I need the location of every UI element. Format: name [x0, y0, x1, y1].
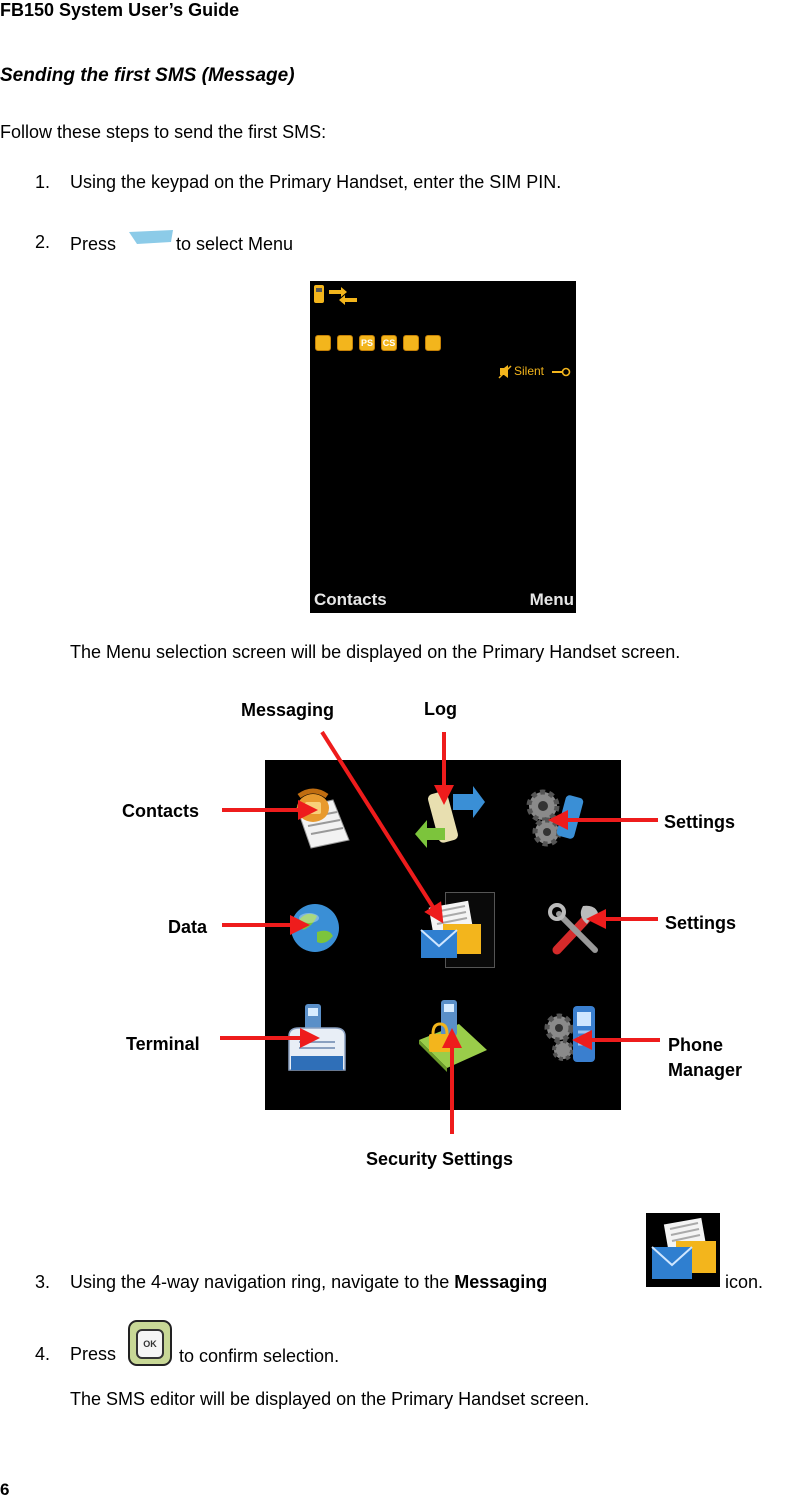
step-2-press: Press [70, 234, 117, 254]
callout-messaging: Messaging [241, 700, 335, 720]
callout-settings-top: Settings [664, 812, 736, 832]
cs-icon: CS [381, 335, 397, 351]
callout-contacts: Contacts [122, 801, 200, 821]
music-icon [403, 335, 419, 351]
menu-caption: The Menu selection screen will be displa… [70, 642, 681, 662]
document-header: FB150 System User’s Guide [0, 0, 240, 20]
step-1-text: Using the keypad on the Primary Handset,… [70, 172, 562, 192]
status-icon-1 [315, 335, 331, 351]
step-2-after: to select Menu [176, 234, 294, 254]
standby-screen: PS CS Silent Contacts Menu [310, 281, 576, 613]
step-3-text: Using the 4-way navigation ring, navigat… [70, 1272, 547, 1293]
right-softkey-label: Menu [529, 590, 574, 609]
left-softkey-icon [129, 230, 173, 244]
callout-settings-mid: Settings [665, 913, 737, 933]
callout-terminal: Terminal [126, 1034, 200, 1054]
step-4-press: Press [70, 1344, 117, 1364]
closing-text: The SMS editor will be displayed on the … [70, 1389, 590, 1409]
envelope-icon [337, 335, 353, 351]
step-4-number: 4. [35, 1344, 51, 1364]
ok-button-label: OK [136, 1329, 164, 1359]
step-1-number: 1. [35, 172, 51, 192]
step-3-before: Using the 4-way navigation ring, navigat… [70, 1272, 450, 1292]
inline-messaging-icon [646, 1213, 720, 1287]
intro-text: Follow these steps to send the first SMS… [0, 122, 327, 142]
callout-data: Data [168, 917, 208, 937]
messaging-menu-icon [420, 900, 481, 958]
battery-signal-icon [314, 285, 357, 305]
step-3-number: 3. [35, 1272, 51, 1292]
callout-log: Log [424, 699, 457, 719]
step-3-after: icon. [725, 1272, 764, 1292]
step-4-after: to confirm selection. [179, 1346, 340, 1366]
arrow-messaging [320, 730, 444, 924]
step-2-number: 2. [35, 232, 51, 252]
page-number: 6 [0, 1480, 10, 1499]
callout-phone: Phone [668, 1035, 724, 1055]
silent-status: Silent [514, 364, 545, 378]
silent-icon [498, 365, 512, 379]
step-3-bold: Messaging [454, 1272, 548, 1292]
callout-manager: Manager [668, 1060, 743, 1080]
ps-icon: PS [359, 335, 375, 351]
section-title: Sending the first SMS (Message) [0, 65, 295, 86]
lock-icon [425, 335, 441, 351]
left-softkey-label: Contacts [314, 590, 387, 609]
key-icon [552, 367, 571, 377]
ok-button-icon: OK [128, 1320, 172, 1366]
callout-security-settings: Security Settings [366, 1149, 514, 1169]
